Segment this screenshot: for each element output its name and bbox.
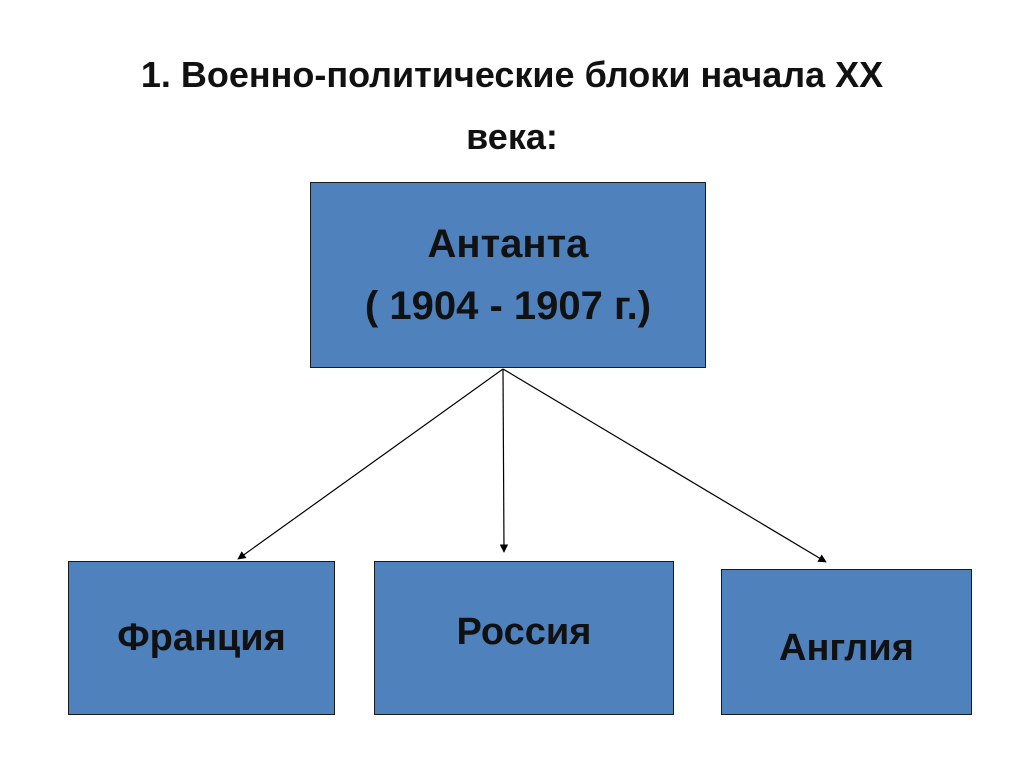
member-label-france: Франция <box>117 616 286 659</box>
entente-name: Антанта <box>427 222 589 266</box>
entente-box: Антанта ( 1904 - 1907 г.) <box>310 182 706 368</box>
connector-to-russia <box>499 368 509 553</box>
member-box-france: Франция <box>68 561 335 715</box>
entente-period: ( 1904 - 1907 г.) <box>364 284 652 328</box>
connector-to-france <box>237 368 504 560</box>
slide-title-line-1: 1. Военно-политические блоки начала XX <box>140 54 884 95</box>
member-label-england: Англия <box>779 626 914 669</box>
member-box-england: Англия <box>721 569 972 715</box>
member-label-russia: Россия <box>456 610 592 653</box>
connector-to-england <box>502 368 827 563</box>
slide-title-line-2: века: <box>466 116 558 157</box>
slide-title: 1. Военно-политические блоки начала XX в… <box>40 44 984 168</box>
member-box-russia: Россия <box>374 561 674 715</box>
